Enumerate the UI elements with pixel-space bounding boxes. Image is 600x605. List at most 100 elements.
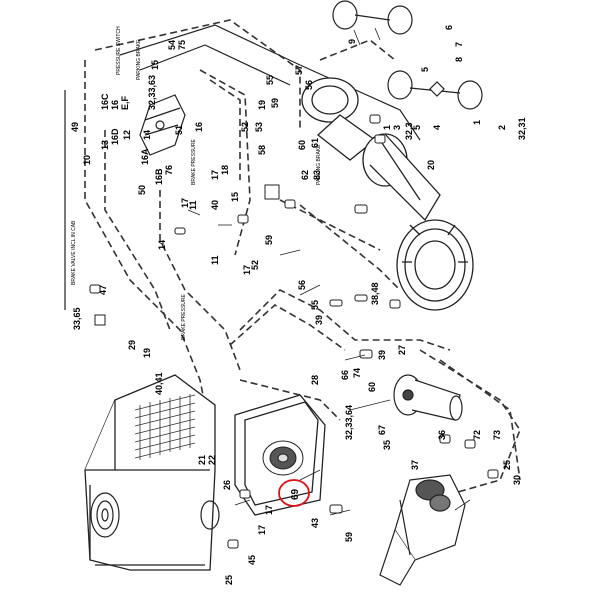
- callout-label: 55: [310, 300, 320, 310]
- callout-label: 72: [472, 430, 482, 440]
- callout-label: 8: [454, 57, 464, 62]
- callout-label: 22: [207, 455, 217, 465]
- callout-label: 18: [220, 165, 230, 175]
- callout-label: 45: [247, 555, 257, 565]
- callout-label: 54: [167, 40, 177, 50]
- callout-label: 16B: [154, 168, 164, 185]
- callout-label: 60: [297, 140, 307, 150]
- callout-label: 19: [142, 348, 152, 358]
- callout-label: 14: [142, 130, 152, 140]
- callout-label: 55: [265, 75, 275, 85]
- callout-label: 75: [177, 40, 187, 50]
- callout-label: 25: [224, 575, 234, 585]
- callout-label: 26: [222, 480, 232, 490]
- callout-label: 1: [472, 120, 482, 125]
- callout-label: 12: [122, 130, 132, 140]
- callout-label: 6: [444, 25, 454, 30]
- callout-label: 40,41: [154, 372, 164, 395]
- callout-label: 52: [250, 260, 260, 270]
- callout-label: 39: [377, 350, 387, 360]
- callout-label: 10: [82, 155, 92, 165]
- callout-label: 17: [180, 198, 190, 208]
- callout-label: 37: [410, 460, 420, 470]
- brake-chambers: [332, 0, 483, 110]
- callout-label: 15: [150, 60, 160, 70]
- callout-label: 5: [412, 125, 422, 130]
- callout-label: E,F: [120, 95, 130, 110]
- brake-valve-block: [139, 94, 186, 156]
- callout-label: 56: [297, 280, 307, 290]
- callout-labels: 9 6 7 8 5 3 5 4 1 32,3 2 32,31 1 75 54 1…: [70, 25, 527, 585]
- callout-label: 52: [240, 122, 250, 132]
- note-brake-valve-cab: BRAKE VALVE INCL IN CAB: [71, 220, 77, 285]
- leader-lines: [187, 27, 471, 516]
- filter-assembly: [393, 374, 463, 421]
- note-brake-pressure-2: BRAKE PRESSURE: [181, 293, 187, 340]
- callout-label: 20: [426, 160, 436, 170]
- callout-label: 11: [188, 200, 198, 210]
- note-pressure-switch: PRESSURE SWITCH: [116, 26, 122, 75]
- callout-label: 51: [174, 125, 184, 135]
- callout-label: 21: [197, 455, 207, 465]
- highlighted-callout[interactable]: 69: [278, 479, 310, 507]
- callout-label: 60: [367, 382, 377, 392]
- callout-label: 9: [347, 39, 357, 44]
- callout-label: 47: [98, 285, 108, 295]
- callout-label: 67: [377, 425, 387, 435]
- callout-label: 16A: [140, 148, 150, 165]
- callout-label: 32,33,64: [344, 405, 354, 440]
- callout-label: 32,3: [404, 122, 414, 140]
- callout-label: 35: [382, 440, 392, 450]
- tank-port: [90, 492, 220, 538]
- hose-routing: [84, 19, 521, 501]
- callout-label: 7: [454, 42, 464, 47]
- callout-label: 28: [310, 375, 320, 385]
- callout-label: 59: [270, 98, 280, 108]
- callout-label: 49: [70, 122, 80, 132]
- callout-label: 59: [344, 532, 354, 542]
- callout-label: 16D: [110, 128, 120, 145]
- highlighted-callout-label: 69: [290, 488, 301, 500]
- callout-label: 16: [110, 100, 120, 110]
- callout-label: 27: [397, 345, 407, 355]
- callout-label: 57: [294, 65, 304, 75]
- callout-label: 30: [512, 475, 522, 485]
- callout-label: 13: [100, 140, 110, 150]
- callout-label: 50: [137, 185, 147, 195]
- callout-label: 2: [497, 125, 507, 130]
- tank-grille: [134, 394, 196, 460]
- diagram-notes: PRESSURE SWITCH BRAKE PRESSURE PARKING B…: [71, 26, 322, 340]
- callout-label: 40: [210, 200, 220, 210]
- callout-label: 73: [492, 430, 502, 440]
- callout-label: 5: [420, 67, 430, 72]
- callout-label: 83: [312, 170, 322, 180]
- callout-label: 17: [264, 505, 274, 515]
- fittings: [89, 114, 499, 549]
- callout-label: 58: [257, 145, 267, 155]
- note-parking-brake-2: PARKING BRAKE: [316, 144, 322, 185]
- note-brake-pressure: BRAKE PRESSURE: [191, 138, 197, 185]
- wheel-drum: [396, 219, 474, 311]
- callout-label: 33,65: [72, 307, 82, 330]
- callout-label: 25: [502, 460, 512, 470]
- drive-axle: [301, 77, 441, 222]
- callout-label: 36: [437, 430, 447, 440]
- callout-label: 66: [340, 370, 350, 380]
- callout-label: 39: [314, 315, 324, 325]
- callout-label: 19: [257, 100, 267, 110]
- callout-label: 4: [432, 125, 442, 130]
- callout-label: 43: [310, 518, 320, 528]
- callout-label: 62: [300, 170, 310, 180]
- callout-label: 29: [127, 340, 137, 350]
- callout-label: 38,48: [370, 282, 380, 305]
- callout-label: 53: [254, 122, 264, 132]
- callout-label: 61: [310, 138, 320, 148]
- cooler-fan: [262, 440, 304, 476]
- callout-label: 14: [157, 240, 167, 250]
- pump-assembly: [379, 474, 466, 586]
- callout-label: 56: [304, 80, 314, 90]
- callout-label: 3: [392, 125, 402, 130]
- callout-label: 32,31: [517, 117, 527, 140]
- callout-label: 11: [210, 255, 220, 265]
